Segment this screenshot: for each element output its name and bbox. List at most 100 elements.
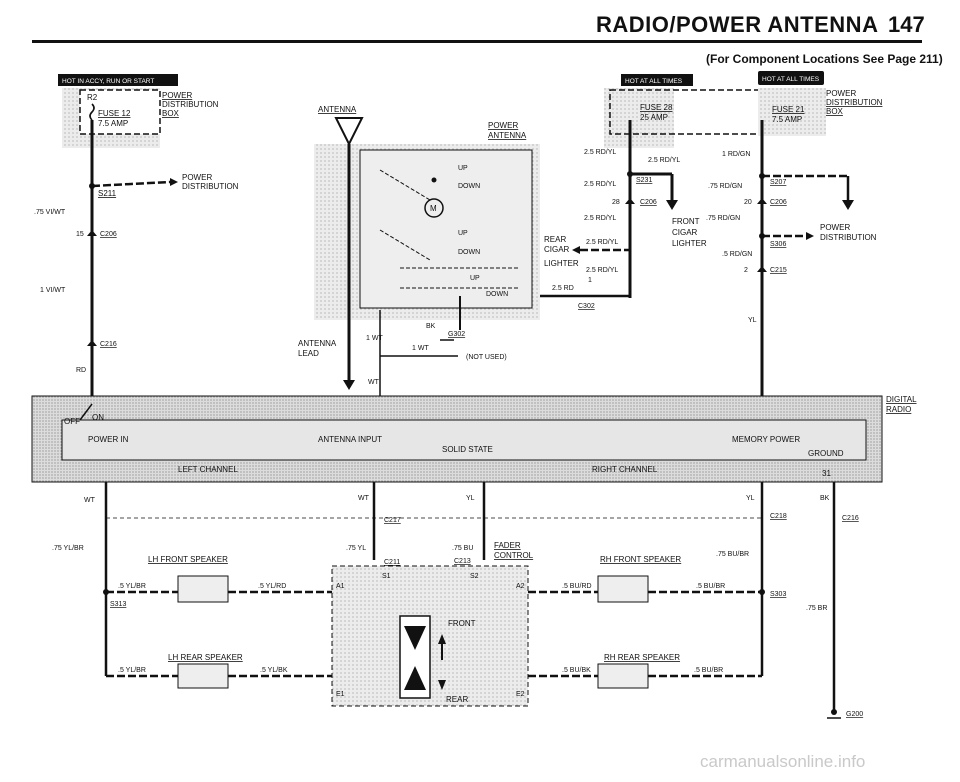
left-channel-label: LEFT CHANNEL (178, 465, 238, 474)
motor-symbol (424, 198, 444, 218)
wire-5ylrd: .5 YL/RD (258, 583, 286, 590)
antenna-input-label: ANTENNA INPUT (318, 435, 382, 444)
fader-e1: E1 (336, 691, 345, 698)
badge-left (58, 74, 178, 86)
wire-75ylbr: .75 YL/BR (52, 545, 84, 552)
wire-75rdgn-a: .75 RD/GN (708, 183, 742, 190)
antenna-switch-box (359, 149, 533, 309)
relay1-up: UP (458, 165, 468, 172)
antenna-lead-line2: LEAD (298, 349, 319, 358)
g302-label: G302 (448, 331, 465, 338)
yl-mid-label: YL (466, 495, 475, 502)
relay3-down: DOWN (486, 291, 508, 298)
pdb-right-line1: POWER (826, 89, 856, 98)
wire-1rdgn: 1 RD/GN (722, 151, 750, 158)
rh-rear-speaker-label: RH REAR SPEAKER (604, 653, 680, 662)
s211-label: S211 (98, 189, 117, 198)
solid-state-core (61, 419, 867, 461)
wire-75rdgn-b: .75 RD/GN (706, 215, 740, 222)
page-title: RADIO/POWER ANTENNA (596, 12, 879, 37)
wire-5burd: .5 BU/RD (562, 583, 592, 590)
radio-switch (79, 403, 93, 421)
c216-left-connector (87, 340, 97, 346)
c216-left: C216 (100, 341, 117, 348)
power-in-label: POWER IN (88, 435, 129, 444)
fader-a1: A1 (336, 583, 345, 590)
c206-right-pin: 20 (744, 199, 752, 206)
right-fuse-panel (758, 88, 826, 136)
c218-label: C218 (770, 513, 787, 520)
relay1-down: DOWN (458, 183, 480, 190)
pdb-left-line1: POWER (162, 91, 192, 100)
pd-left-line1: POWER (182, 173, 212, 182)
c206-right-connector (757, 198, 767, 204)
bk-right-label: BK (820, 495, 830, 502)
s313-splice (103, 589, 109, 595)
lh-rear-speaker-label: LH REAR SPEAKER (168, 653, 243, 662)
right-channel-label: RIGHT CHANNEL (592, 465, 658, 474)
s211-branch (91, 180, 171, 188)
badge-right (758, 71, 824, 85)
rear-lighter-line1: REAR (544, 235, 566, 244)
wire-075viwt: .75 VI/WT (34, 209, 66, 216)
antenna-lead-line1: ANTENNA (298, 339, 337, 348)
badge-left-text: HOT IN ACCY, RUN OR START (62, 78, 154, 85)
wire-25rd: 2.5 RD (552, 285, 574, 292)
fuse28-amp: 25 AMP (640, 113, 668, 122)
pd-arrow-right (806, 232, 814, 240)
ground-label: GROUND (808, 449, 844, 458)
not-used-label: (NOT USED) (466, 354, 507, 361)
g200-splice (831, 709, 837, 715)
pd-arrow-left (170, 178, 178, 186)
wire-75bubr: .75 BU/BR (716, 551, 749, 558)
fader-front-arrow-icon (404, 626, 426, 650)
wire-25rdyl-b: 2.5 RD/YL (648, 157, 680, 164)
wire-25rdyl-e: 2.5 RD/YL (586, 239, 618, 246)
c206-center-connector (625, 198, 635, 204)
wire-yl-right: YL (748, 317, 757, 324)
c302-label: C302 (578, 303, 595, 310)
fader-line2: CONTROL (494, 551, 534, 560)
fader-rear-arrow-icon (404, 666, 426, 690)
lh-front-speaker (177, 575, 229, 603)
fuse12-symbol (89, 103, 95, 121)
fuse12-name: FUSE 12 (98, 109, 131, 118)
center-fuse-panel (604, 88, 674, 148)
fuse21-amp: 7.5 AMP (772, 115, 802, 124)
s303-splice (759, 589, 765, 595)
c206-center: C206 (640, 199, 657, 206)
pdb-left-line2: DISTRIBUTION (162, 100, 219, 109)
badge-mid-text: HOT AT ALL TIMES (625, 78, 683, 85)
wt-mid-label: WT (358, 495, 370, 502)
digital-radio-line2: RADIO (886, 405, 911, 414)
pin31-label: 31 (822, 469, 831, 478)
wire-75br: .75 BR (806, 605, 827, 612)
fader-a2: A2 (516, 583, 525, 590)
wire-5ylbr-b: .5 YL/BR (118, 667, 146, 674)
s207-arrow (842, 200, 854, 210)
rear-lighter-line3: LIGHTER (544, 259, 579, 268)
page-number: 147 (888, 12, 925, 37)
wire-5bubk: .5 BU/BK (562, 667, 591, 674)
wire-5rdgn: .5 RD/GN (722, 251, 752, 258)
front-lighter-line3: LIGHTER (672, 239, 707, 248)
c206-left-connector (87, 230, 97, 236)
fader-rear-label: REAR (446, 695, 468, 704)
front-lighter-arrow (666, 200, 678, 210)
c216-right-label: C216 (842, 515, 859, 522)
rear-lighter-line2: CIGAR (544, 245, 570, 254)
c217-label: C217 (384, 517, 401, 524)
antenna-label: ANTENNA (318, 105, 357, 114)
s306-label: S306 (770, 241, 786, 248)
front-up-icon (438, 634, 446, 644)
wt2-label: 1 WT (412, 345, 429, 352)
page-subtitle: (For Component Locations See Page 211) (706, 52, 943, 66)
fuse28-name: FUSE 28 (640, 103, 673, 112)
wire-5bubr-a: .5 BU/BR (696, 583, 725, 590)
pdb-right-line3: BOX (826, 107, 844, 116)
antenna-symbol (334, 117, 364, 147)
watermark: carmanualsonline.info (700, 752, 866, 771)
pdb-left-line3: BOX (162, 109, 180, 118)
fader-s1: S1 (382, 573, 391, 580)
